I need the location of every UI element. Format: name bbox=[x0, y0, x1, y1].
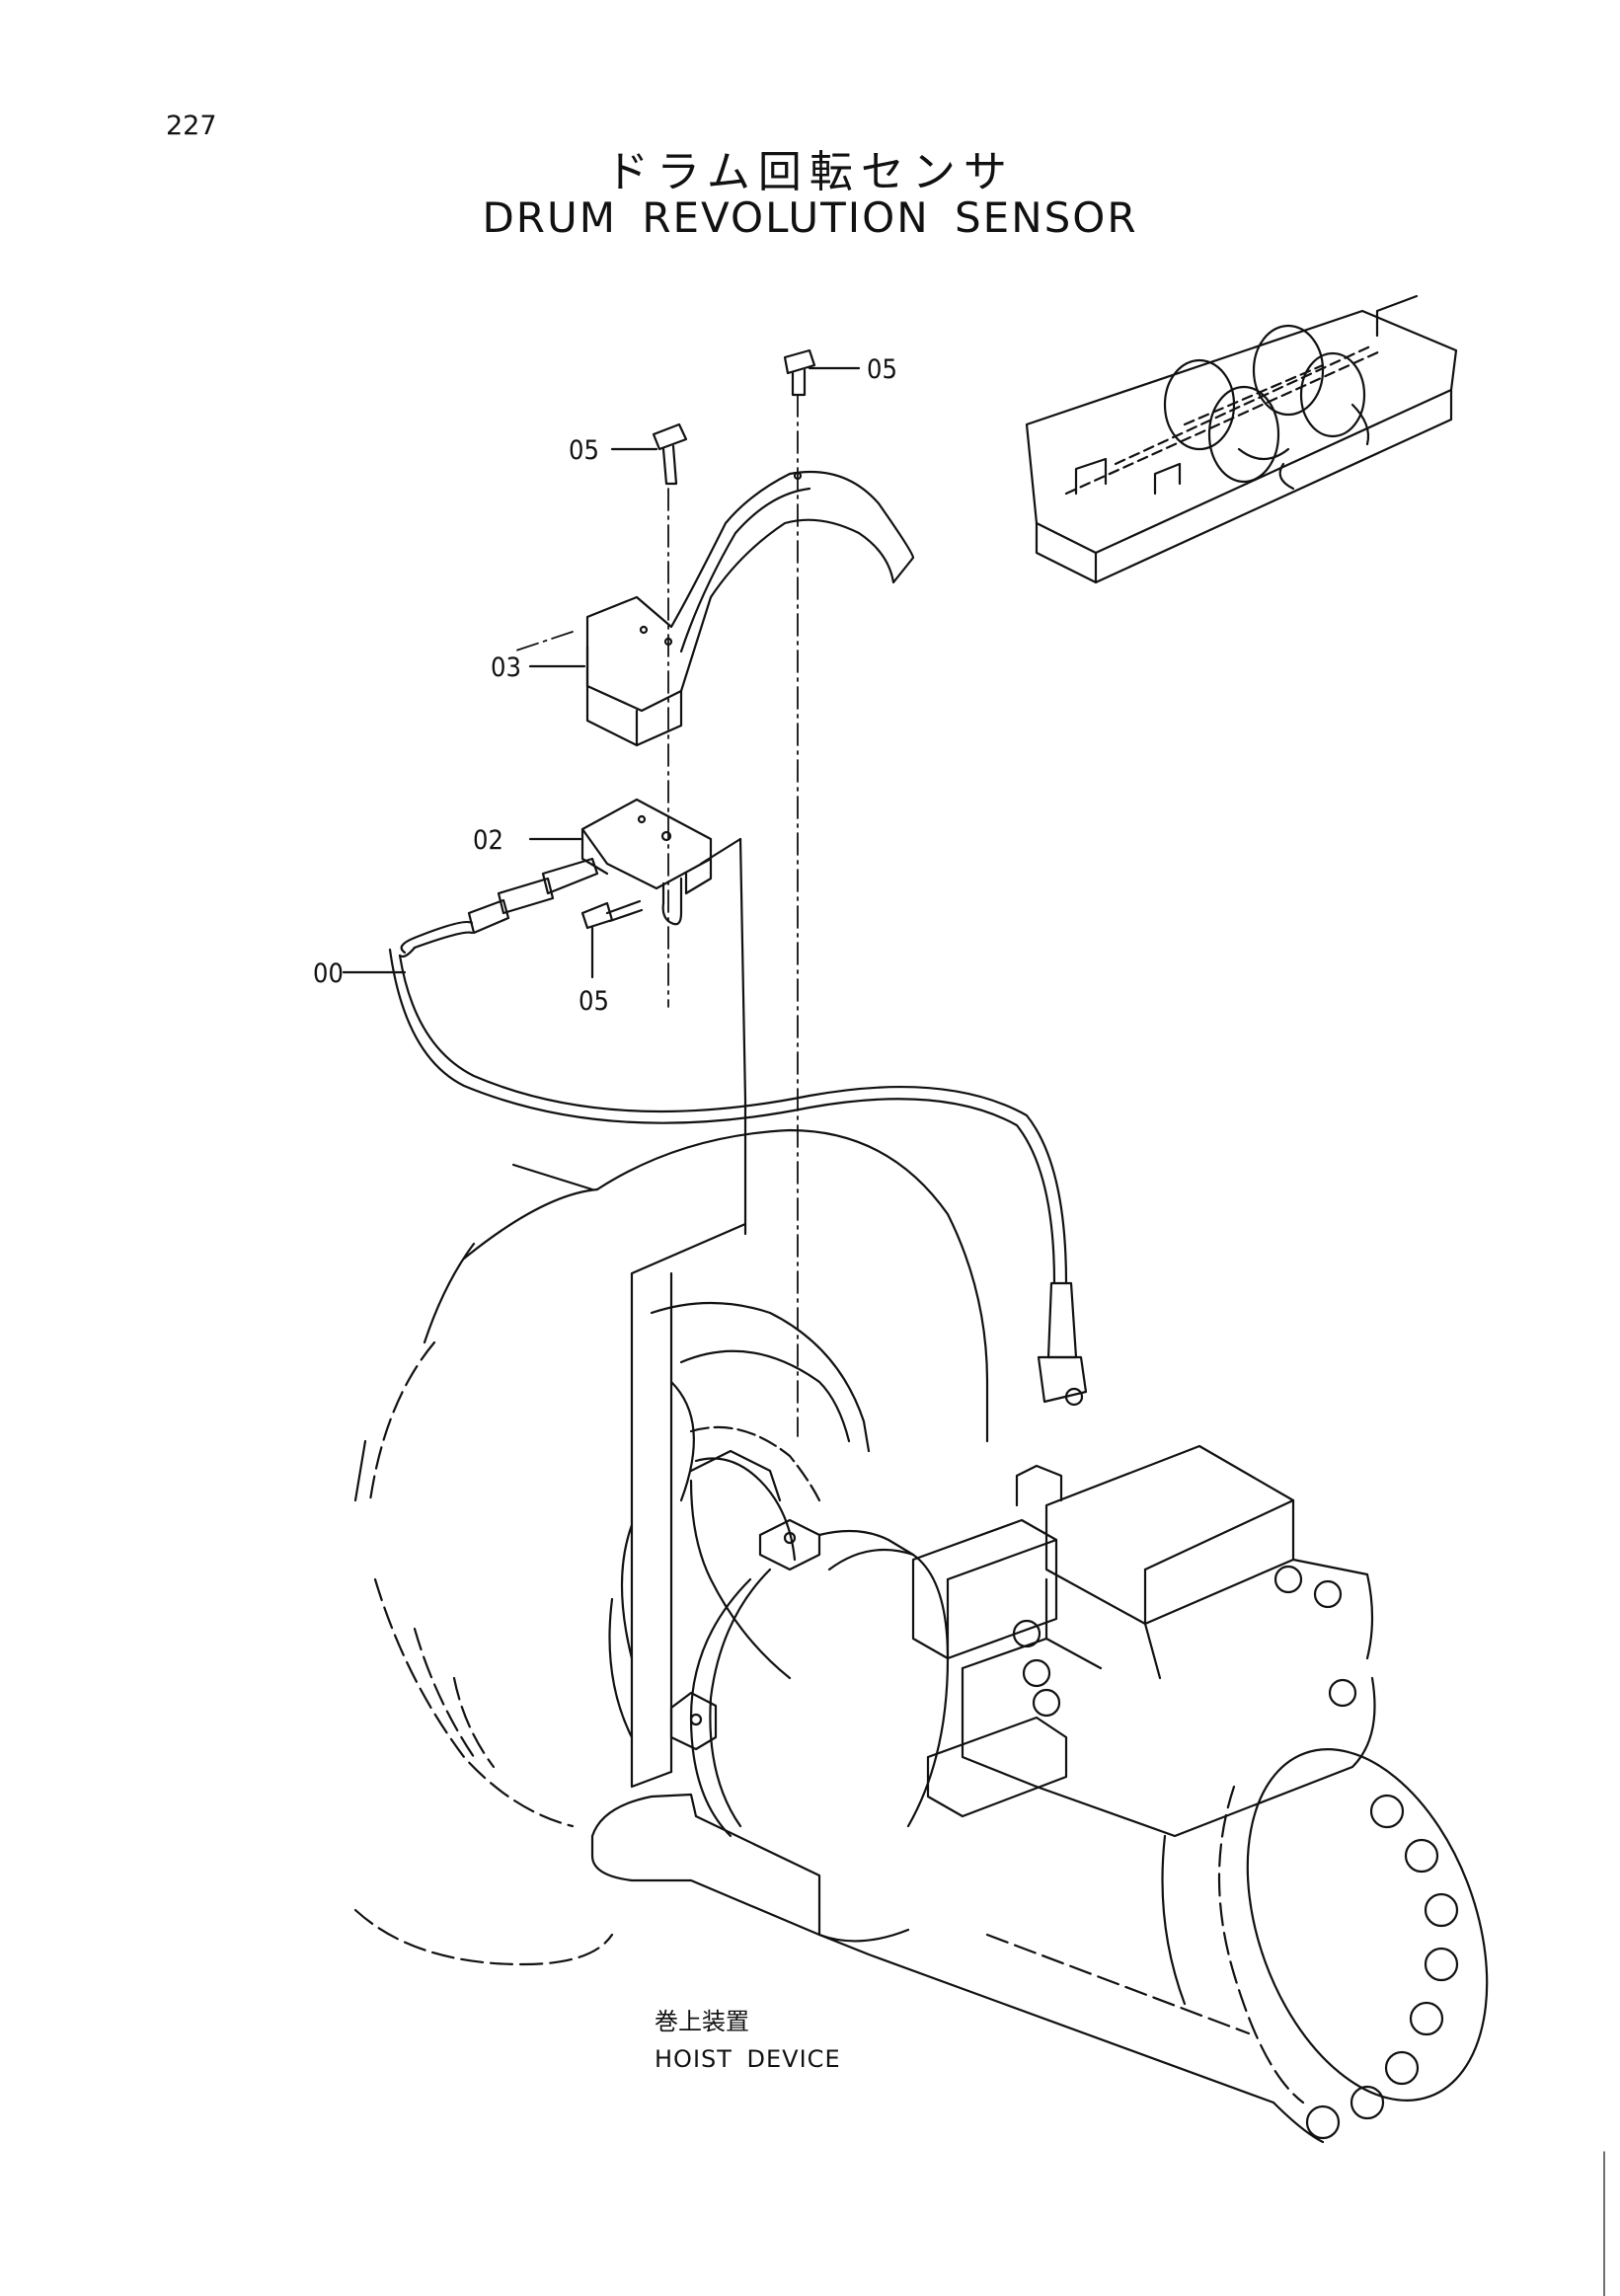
callout-bolt-top-left: 05 bbox=[569, 435, 599, 466]
caption-japanese: 巻上装置 bbox=[655, 2008, 749, 2035]
title-japanese: ドラム回転センサ bbox=[605, 147, 1015, 197]
hoist-device-drawing bbox=[590, 1444, 1489, 2144]
page-number: 227 bbox=[166, 111, 217, 141]
caption-english: HOIST DEVICE bbox=[655, 2045, 841, 2073]
callout-bracket: 02 bbox=[473, 825, 503, 856]
callout-cover: 03 bbox=[491, 652, 521, 683]
locator-inset-drawing bbox=[1025, 294, 1458, 584]
callout-bolt-bracket: 05 bbox=[579, 986, 609, 1017]
sensor-bracket-drawing bbox=[580, 798, 747, 1103]
drum-drawing bbox=[353, 1128, 989, 1966]
bolt-drawings bbox=[580, 348, 816, 930]
alignment-lines bbox=[512, 394, 799, 1437]
callout-bolt-top-right: 05 bbox=[867, 354, 897, 385]
leader-lines bbox=[342, 366, 861, 979]
sensor-cable-drawing bbox=[388, 857, 1088, 1407]
callout-sensor: 00 bbox=[313, 958, 344, 989]
title-english: DRUM REVOLUTION SENSOR bbox=[482, 193, 1138, 242]
sensor-cover-drawing bbox=[585, 470, 915, 747]
mounting-plate-drawing bbox=[630, 1099, 747, 1789]
